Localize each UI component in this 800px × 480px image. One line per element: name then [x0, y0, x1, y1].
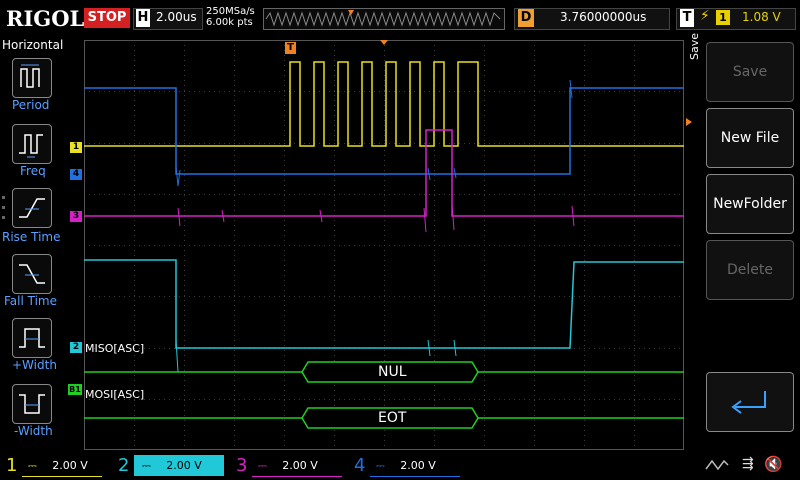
channel-1-trace: [84, 61, 684, 147]
frequency-label: Freq: [20, 164, 46, 178]
channel-1-number[interactable]: 1: [6, 455, 18, 476]
menu-page-dot: [2, 216, 5, 219]
channel-2-trace: [84, 259, 684, 349]
channel-2-marker[interactable]: 2: [70, 342, 82, 353]
rise-time-button[interactable]: [12, 188, 52, 228]
menu-page-dot: [2, 206, 5, 209]
trigger-indicator: T: [680, 9, 694, 27]
positive-width-label: +Width: [12, 358, 57, 372]
period-label: Period: [12, 98, 50, 112]
frequency-button[interactable]: [12, 124, 52, 164]
positive-width-icon: [19, 328, 45, 348]
acquisition-info: 250MSa/s 6.00k pts: [206, 6, 255, 28]
memory-trigger-marker: [348, 10, 354, 15]
usb-icon: ⇶: [742, 456, 754, 472]
miso-decode-value: NUL: [378, 364, 407, 380]
new-folder-button[interactable]: NewFolder: [706, 174, 794, 234]
positive-width-button[interactable]: [12, 318, 52, 358]
dc-coupling-icon: ⎓: [28, 459, 37, 472]
dc-coupling-icon: ⎓: [142, 459, 151, 472]
wave-shortcut-icon[interactable]: [704, 455, 730, 475]
period-icon: [20, 64, 40, 88]
horizontal-indicator: H: [136, 9, 150, 27]
channel-4-trace: [84, 87, 684, 175]
timebase-value: 2.00us: [156, 10, 197, 24]
mosi-decode-frame: [301, 407, 479, 429]
waveform-display[interactable]: [84, 40, 684, 450]
channel-3-scale-box[interactable]: ⎓ 2.00 V: [252, 455, 342, 477]
channel-1-scale-box[interactable]: ⎓ 2.00 V: [22, 455, 102, 477]
memory-waveform-preview: [264, 9, 504, 29]
fall-time-icon: [19, 264, 45, 284]
enter-button[interactable]: [706, 372, 794, 432]
run-stop-status[interactable]: STOP: [84, 8, 130, 28]
memory-overview-bar[interactable]: [263, 8, 505, 30]
channel-status-bar: [0, 452, 800, 480]
negative-width-icon: [19, 394, 45, 414]
channel-3-number[interactable]: 3: [236, 455, 248, 476]
sample-rate: 250MSa/s: [206, 6, 255, 17]
channel-4-scale: 2.00 V: [400, 459, 436, 472]
negative-width-button[interactable]: [12, 384, 52, 424]
speaker-muted-icon[interactable]: 🔇: [764, 455, 783, 473]
graticule: [84, 40, 684, 450]
channel-3-glitches: [177, 203, 575, 233]
channel-2-number[interactable]: 2: [118, 455, 130, 476]
fall-time-label: Fall Time: [4, 294, 58, 308]
menu-page-dot: [2, 196, 5, 199]
channel-1-scale: 2.00 V: [52, 459, 88, 472]
channel-1-marker[interactable]: 1: [70, 142, 82, 153]
channel-3-marker[interactable]: 3: [70, 211, 82, 222]
delay-box[interactable]: [514, 8, 670, 30]
rise-time-label: Rise Time: [2, 230, 61, 244]
measure-menu-title: Horizontal: [2, 38, 64, 52]
new-file-button[interactable]: New File: [706, 108, 794, 168]
channel-2-scale: 2.00 V: [166, 459, 202, 472]
channel-2-scale-box[interactable]: ⎓ 2.00 V: [134, 455, 224, 476]
miso-label: MISO[ASC]: [85, 342, 145, 355]
channel-3-scale: 2.00 V: [282, 459, 318, 472]
save-menu-tab: [688, 60, 702, 100]
trigger-position-marker[interactable]: T: [285, 42, 296, 54]
rising-edge-icon: ⚡: [700, 8, 710, 24]
menu-pointer: [686, 118, 692, 126]
trigger-level: 1.08 V: [742, 10, 781, 24]
rise-time-icon: [19, 198, 45, 218]
timebase-box[interactable]: [133, 8, 203, 30]
channel-2-glitches: [175, 339, 457, 373]
frequency-icon: [19, 134, 43, 158]
dc-coupling-icon: ⎓: [258, 459, 267, 472]
mosi-decode-value: EOT: [378, 410, 407, 426]
delete-button[interactable]: Delete: [706, 240, 794, 300]
delay-value: 3.76000000us: [560, 10, 647, 24]
delay-indicator: D: [518, 9, 534, 27]
dc-coupling-icon: ⎓: [376, 459, 385, 472]
save-menu-title: Save: [688, 32, 701, 60]
miso-decode-frame: [301, 361, 479, 383]
channel-4-marker[interactable]: 4: [70, 169, 82, 180]
bus-1-marker[interactable]: B1: [68, 384, 82, 395]
mosi-label: MOSI[ASC]: [85, 388, 145, 401]
fall-time-button[interactable]: [12, 254, 52, 294]
rigol-logo: RIGOL: [6, 6, 85, 31]
horizontal-center-marker: [380, 40, 388, 45]
period-button[interactable]: [12, 58, 52, 98]
trigger-box[interactable]: [676, 8, 796, 30]
channel-4-number[interactable]: 4: [354, 455, 366, 476]
trigger-source: 1: [716, 10, 730, 25]
channel-4-glitches: [175, 79, 573, 187]
channel-3-trace: [84, 129, 684, 217]
save-button[interactable]: Save: [706, 42, 794, 102]
memory-depth: 6.00k pts: [206, 17, 253, 28]
channel-4-scale-box[interactable]: ⎓ 2.00 V: [370, 455, 460, 477]
waveform-grid: [84, 40, 684, 450]
enter-return-icon: [731, 391, 766, 414]
negative-width-label: -Width: [14, 424, 53, 438]
